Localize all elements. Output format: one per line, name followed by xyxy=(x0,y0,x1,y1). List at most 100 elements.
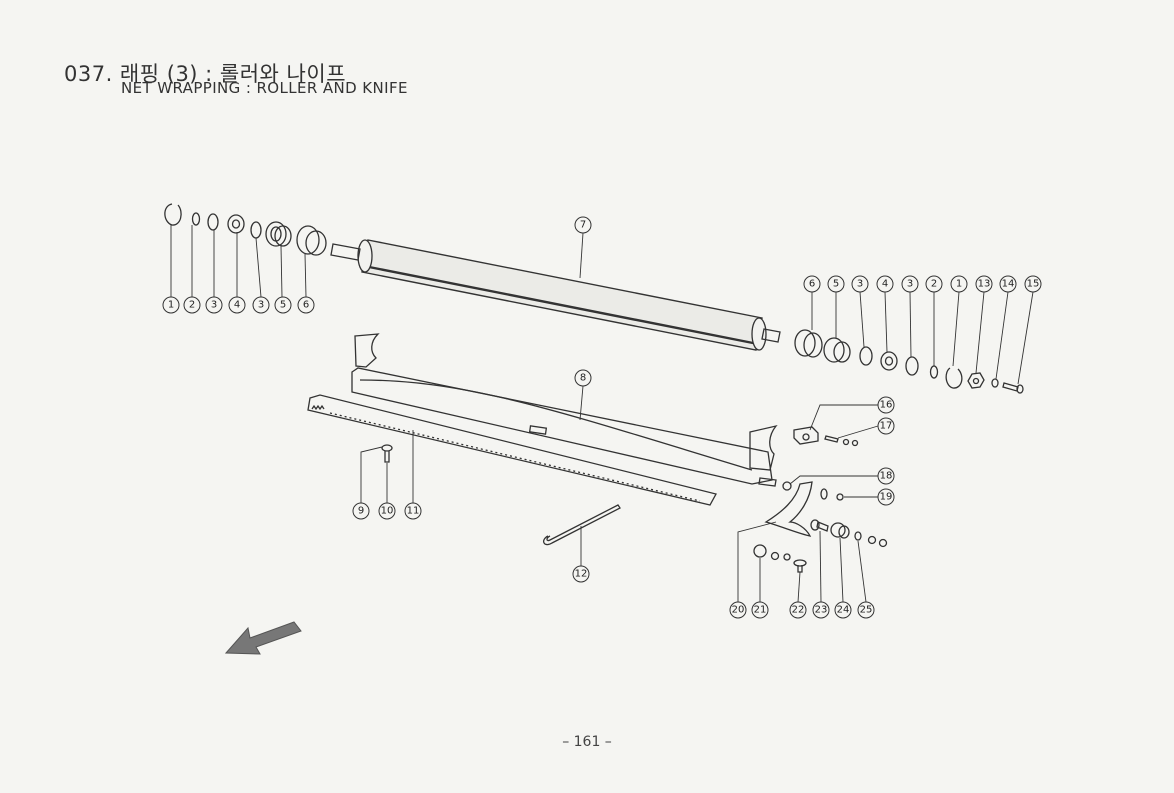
washer-part-18a xyxy=(782,481,792,491)
callout-labels: 1 2 3 4 3 5 6 7 6 5 3 4 3 2 1 13 14 15 8… xyxy=(162,216,1042,619)
ring-part-3b xyxy=(250,221,262,239)
callout-8: 8 xyxy=(574,369,592,387)
left-bearing-parts xyxy=(164,203,327,256)
bearing-part-4 xyxy=(227,214,245,234)
svg-text:9: 9 xyxy=(358,506,364,517)
svg-text:4: 4 xyxy=(234,300,240,311)
callout-23: 23 xyxy=(812,601,830,619)
callout-4: 4 xyxy=(228,296,246,314)
callout-9: 9 xyxy=(352,502,370,520)
callout-1: 1 xyxy=(162,296,180,314)
callout-2: 2 xyxy=(183,296,201,314)
svg-text:14: 14 xyxy=(1002,279,1015,290)
callout-16: 16 xyxy=(877,396,895,414)
snap-ring-part-1 xyxy=(164,203,182,226)
svg-text:3: 3 xyxy=(907,279,913,290)
svg-text:10: 10 xyxy=(381,506,394,517)
leader-lines xyxy=(170,224,1034,603)
svg-text:19: 19 xyxy=(880,492,893,503)
ring-part-3d xyxy=(905,356,919,376)
callout-3: 3 xyxy=(205,296,223,314)
svg-text:22: 22 xyxy=(792,605,805,616)
bolt-part-23 xyxy=(810,519,829,532)
svg-text:1: 1 xyxy=(168,300,174,311)
callout-3: 3 xyxy=(901,275,919,293)
svg-text:2: 2 xyxy=(189,300,195,311)
callout-3: 3 xyxy=(851,275,869,293)
callout-13: 13 xyxy=(975,275,993,293)
lever-part-18 xyxy=(764,481,813,537)
bushing-part-5 xyxy=(265,221,292,247)
callout-5: 5 xyxy=(274,296,292,314)
callout-18: 18 xyxy=(877,467,895,485)
bolt-part-17 xyxy=(824,435,859,447)
svg-text:17: 17 xyxy=(880,421,893,432)
callout-20: 20 xyxy=(729,601,747,619)
nut-part-13 xyxy=(967,372,985,389)
spacer-part-24 xyxy=(830,522,850,539)
svg-text:15: 15 xyxy=(1027,279,1040,290)
bracket-part-16 xyxy=(793,426,819,445)
svg-text:7: 7 xyxy=(580,220,586,231)
collar-part-6 xyxy=(296,225,327,256)
roller-part-7 xyxy=(330,239,781,351)
svg-text:16: 16 xyxy=(880,400,893,411)
bushing-part-21 xyxy=(753,544,791,561)
knife-holder-part-8 xyxy=(351,333,778,487)
callout-6: 6 xyxy=(803,275,821,293)
svg-text:23: 23 xyxy=(815,605,828,616)
callout-15: 15 xyxy=(1024,275,1042,293)
washer-part-18b xyxy=(820,488,828,500)
front-direction-arrow-icon xyxy=(224,621,302,655)
svg-text:18: 18 xyxy=(880,471,893,482)
bearing-part-4b xyxy=(880,351,898,371)
svg-text:1: 1 xyxy=(956,279,962,290)
callout-21: 21 xyxy=(751,601,769,619)
washer-nut-part-25 xyxy=(854,531,888,548)
svg-text:4: 4 xyxy=(882,279,888,290)
svg-text:3: 3 xyxy=(211,300,217,311)
callout-12: 12 xyxy=(572,565,590,583)
callout-6: 6 xyxy=(297,296,315,314)
nut-part-19 xyxy=(836,493,844,501)
svg-text:6: 6 xyxy=(303,300,309,311)
svg-text:5: 5 xyxy=(280,300,286,311)
svg-text:12: 12 xyxy=(575,569,588,580)
callout-25: 25 xyxy=(857,601,875,619)
callout-22: 22 xyxy=(789,601,807,619)
callout-11: 11 xyxy=(404,502,422,520)
svg-text:2: 2 xyxy=(931,279,937,290)
right-bearing-parts xyxy=(794,329,1024,394)
washer-part-2 xyxy=(191,212,201,226)
svg-text:6: 6 xyxy=(809,279,815,290)
svg-text:8: 8 xyxy=(580,373,586,384)
bolt-part-15 xyxy=(1002,382,1024,394)
svg-text:13: 13 xyxy=(978,279,991,290)
svg-text:3: 3 xyxy=(258,300,264,311)
callout-1: 1 xyxy=(950,275,968,293)
callout-5: 5 xyxy=(827,275,845,293)
svg-text:25: 25 xyxy=(860,605,873,616)
callout-24: 24 xyxy=(834,601,852,619)
knife-part-11 xyxy=(307,394,717,506)
snap-ring-part-1b xyxy=(945,367,963,389)
rod-part-12 xyxy=(543,504,621,546)
callout-4: 4 xyxy=(876,275,894,293)
page-number: – 161 – xyxy=(562,734,612,750)
svg-text:5: 5 xyxy=(833,279,839,290)
svg-text:21: 21 xyxy=(754,605,767,616)
page-title-english: NET WRAPPING : ROLLER AND KNIFE xyxy=(121,79,408,97)
washer-part-14 xyxy=(991,378,999,388)
washer-part-2b xyxy=(929,365,939,379)
collar-part-6b xyxy=(794,329,823,358)
callout-7: 7 xyxy=(574,216,592,234)
ring-part-3c xyxy=(859,346,873,366)
svg-text:24: 24 xyxy=(837,605,850,616)
svg-text:3: 3 xyxy=(857,279,863,290)
svg-text:20: 20 xyxy=(732,605,745,616)
bolt-part-22 xyxy=(793,559,807,573)
callout-14: 14 xyxy=(999,275,1017,293)
bolt-part-9 xyxy=(381,444,393,463)
